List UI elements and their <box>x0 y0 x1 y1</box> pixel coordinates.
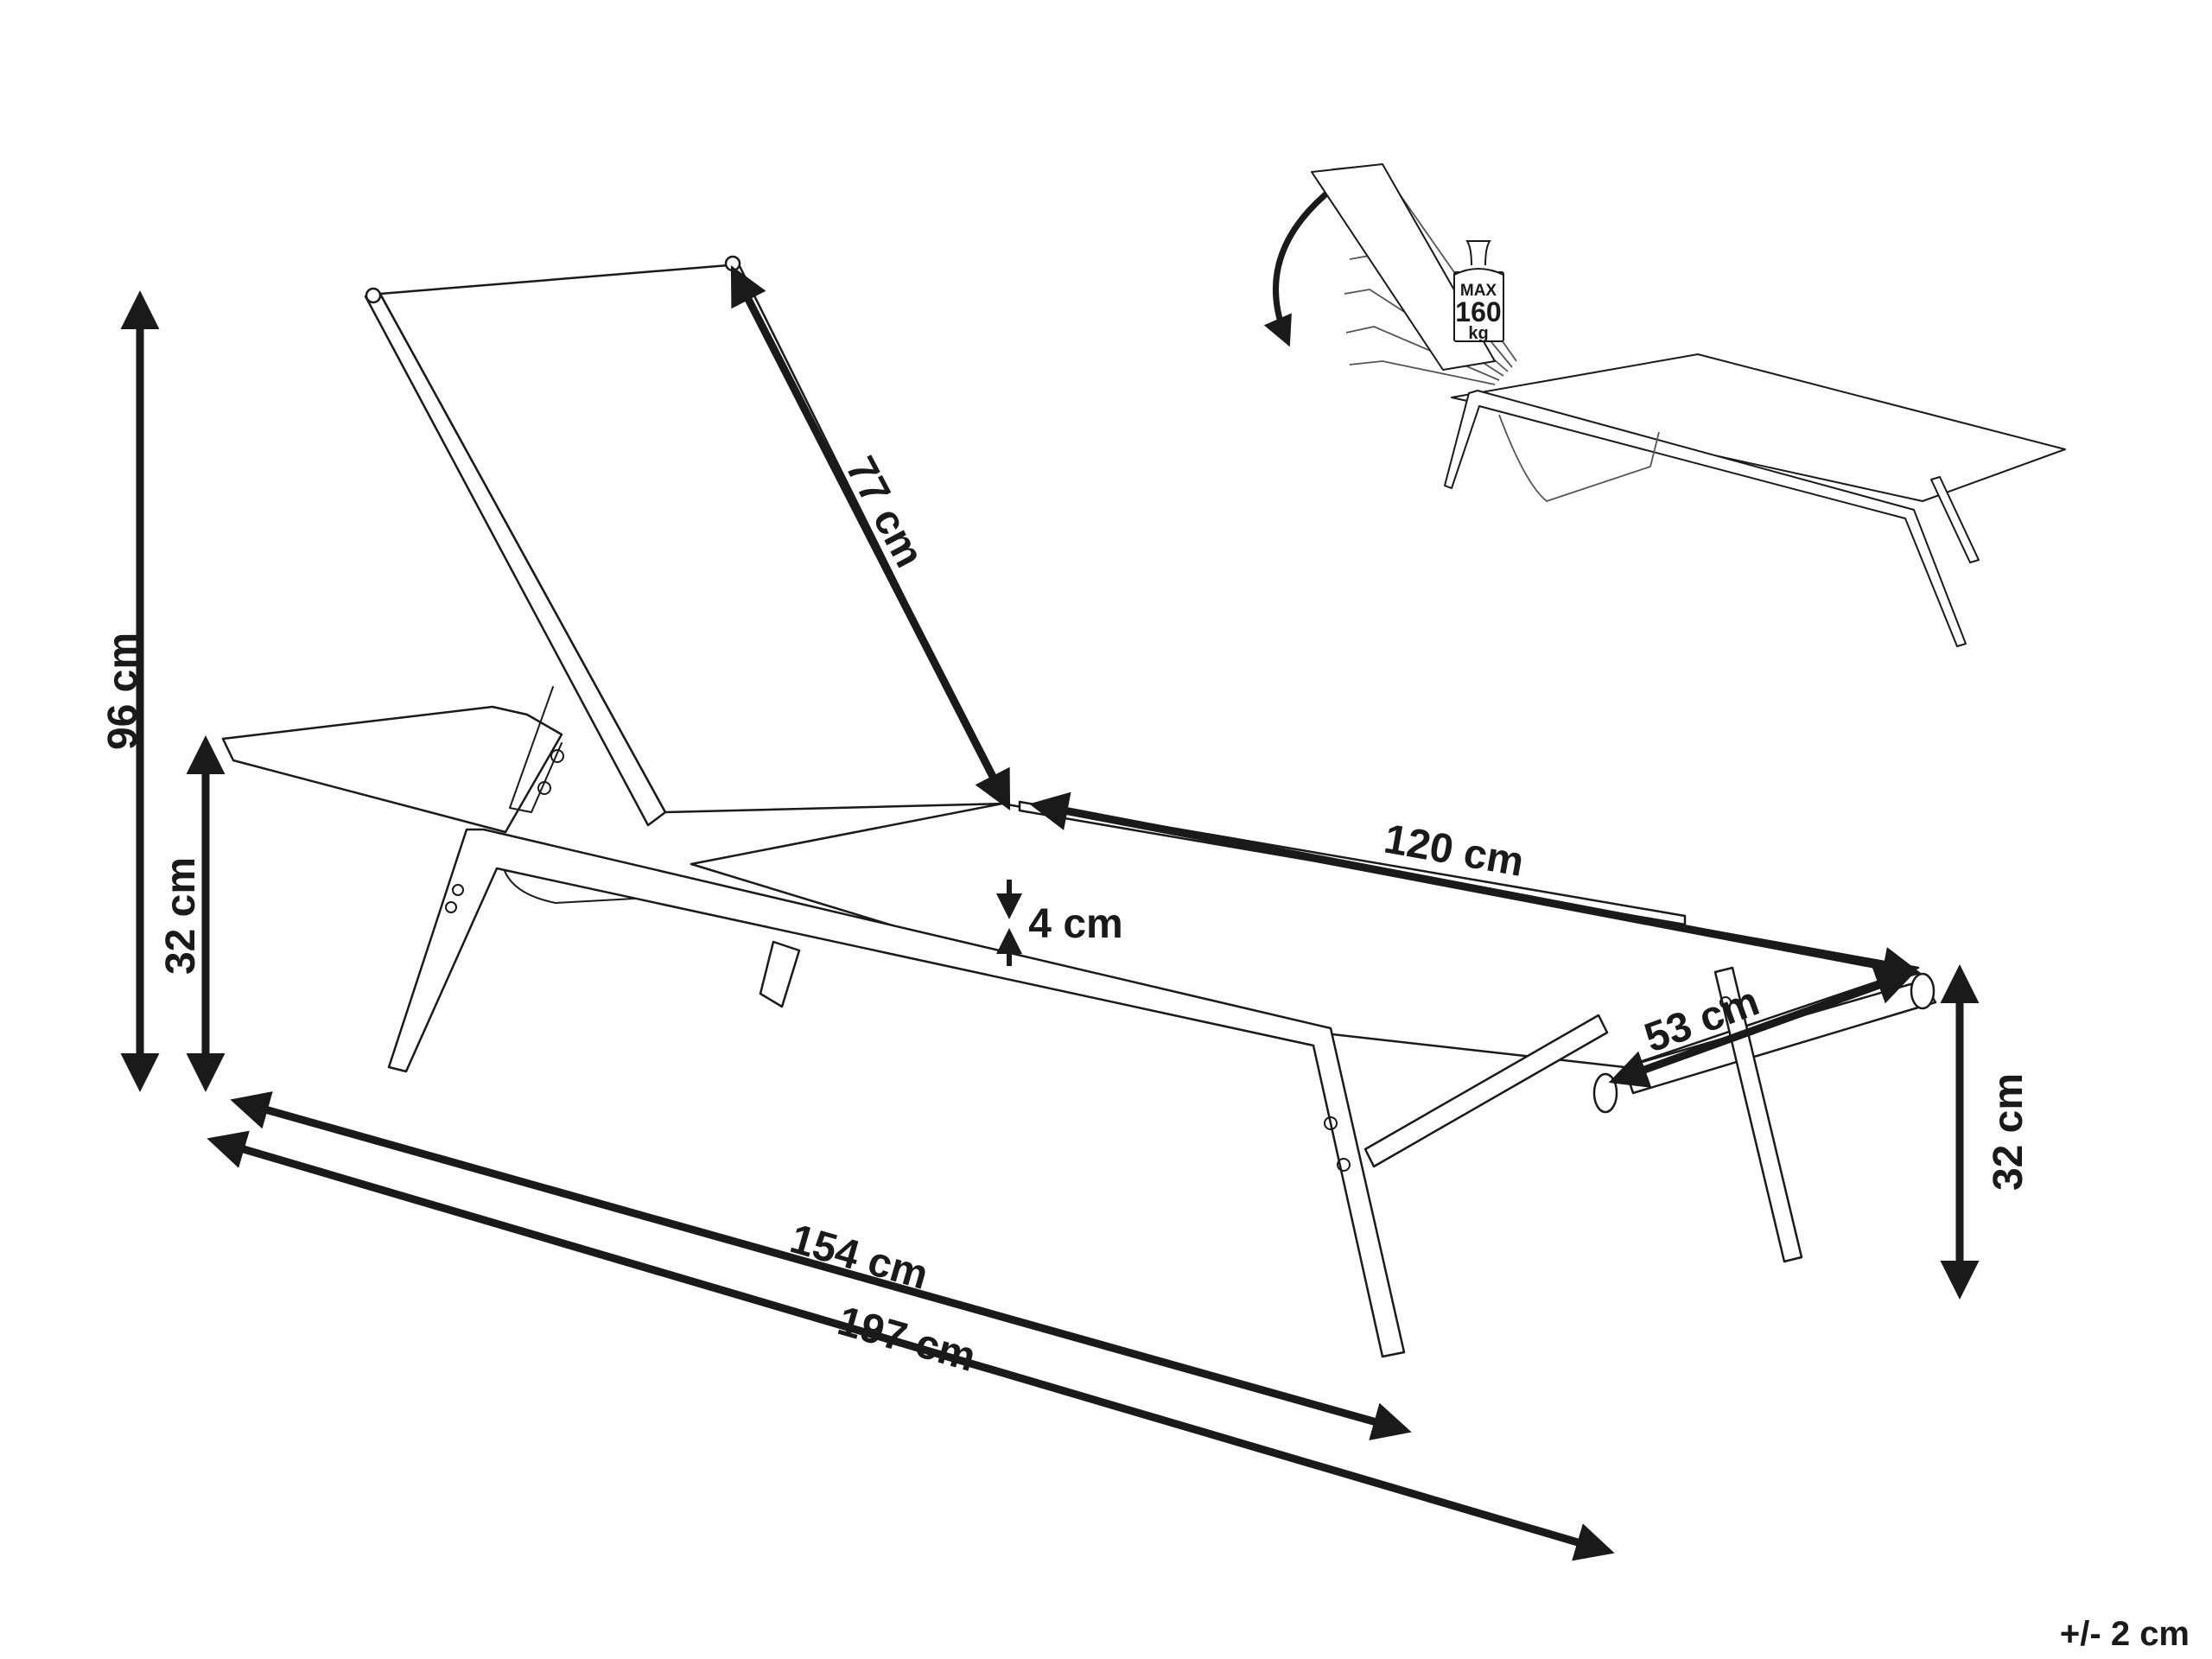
seat-120-arrow <box>1029 791 1922 986</box>
ratchet-bracket <box>509 686 563 813</box>
tolerance-note: +/- 2 cm <box>2059 1615 2190 1653</box>
label-seat-height-right: 32 cm <box>1986 1073 2031 1191</box>
dimension-lines <box>120 264 1980 1561</box>
inset-recline-load: MAX 160 kg <box>1263 163 2066 647</box>
weight-icon: MAX 160 kg <box>1453 240 1504 343</box>
dimension-labels: 96 cm 32 cm 32 cm 77 cm 120 cm 4 cm 53 c… <box>100 449 2031 1381</box>
width-53-arrow <box>1608 967 1916 1088</box>
label-seat-height-left: 32 cm <box>158 857 204 975</box>
load-max-label: MAX <box>1460 282 1497 300</box>
load-unit: kg <box>1468 324 1488 343</box>
inset-seat <box>1451 353 2066 502</box>
support-bar <box>503 868 712 904</box>
label-total-length: 197 cm <box>833 1298 981 1381</box>
rear-inner-leg <box>759 940 801 1008</box>
load-value: 160 <box>1455 296 1501 327</box>
label-frame-length: 154 cm <box>785 1216 933 1299</box>
inset-support <box>1498 414 1660 502</box>
length-197-arrow <box>207 1130 1615 1561</box>
label-frame-thickness: 4 cm <box>1028 901 1122 947</box>
front-right-cap <box>1910 972 1936 1010</box>
label-total-height: 96 cm <box>100 632 146 750</box>
inset-right-leg <box>1930 476 1980 563</box>
backrest-77-arrow <box>730 264 1011 811</box>
inset-side-frame <box>1444 390 1967 647</box>
footrest-panel <box>221 705 563 834</box>
inset-backrest <box>1311 163 1496 371</box>
front-left-cap <box>1592 1072 1618 1114</box>
